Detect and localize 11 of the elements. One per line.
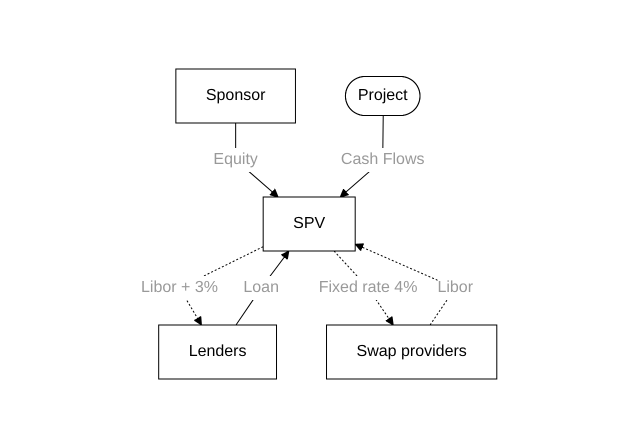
edge-label: Fixed rate 4% xyxy=(318,278,418,296)
edge-label: Libor xyxy=(438,278,474,296)
edge-label: Libor + 3% xyxy=(141,278,218,296)
node-box: Swap providers xyxy=(326,324,498,379)
node-box: Lenders xyxy=(158,324,278,379)
edge-label: Loan xyxy=(243,278,280,296)
edge-label: Equity xyxy=(214,150,258,168)
node-box: Sponsor xyxy=(175,68,296,123)
node-box: SPV xyxy=(262,196,356,251)
arrow xyxy=(236,250,290,325)
edge-label: Cash Flows xyxy=(341,150,425,168)
